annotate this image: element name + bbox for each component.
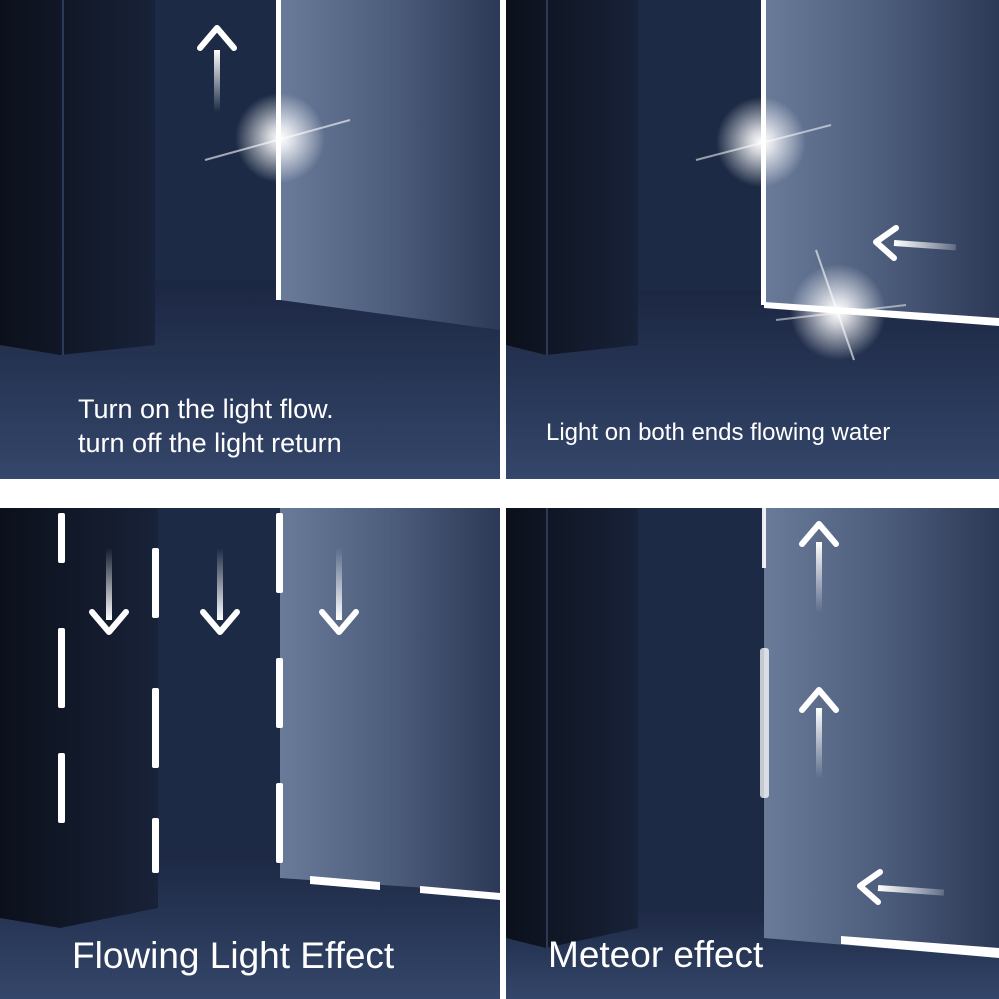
left-arrow-icon: [873, 225, 957, 261]
up-arrow-icon: [197, 25, 237, 112]
room-scene: [0, 0, 500, 479]
room-scene: [0, 508, 500, 999]
down-arrow-icon: [200, 548, 240, 635]
panel-both-ends-flowing: Light on both ends flowing water: [506, 0, 999, 479]
caption-line-2: turn off the light return: [78, 428, 342, 458]
caption: Turn on the light flow. turn off the lig…: [78, 392, 342, 460]
panel-meteor-effect: Meteor effect: [506, 508, 999, 999]
dark-pillar: [0, 508, 158, 928]
led-strip-floor: [841, 936, 999, 958]
caption-line-1: Turn on the light flow.: [78, 394, 334, 424]
lit-wall: [764, 508, 999, 958]
panel-flowing-light-effect: Flowing Light Effect: [0, 508, 500, 999]
panel-light-flow-return: Turn on the light flow. turn off the lig…: [0, 0, 500, 479]
dark-pillar: [0, 0, 155, 355]
lit-wall: [764, 0, 999, 320]
lit-wall: [280, 508, 500, 893]
meteor-trail: [760, 648, 769, 798]
led-strip: [762, 508, 766, 568]
left-arrow-icon: [857, 869, 945, 905]
caption: Meteor effect: [548, 934, 764, 975]
dark-pillar: [506, 508, 638, 948]
caption: Light on both ends flowing water: [546, 419, 891, 446]
dark-pillar: [506, 0, 638, 355]
light-flare: [716, 97, 806, 187]
caption: Flowing Light Effect: [72, 935, 395, 976]
down-arrow-icon: [319, 548, 359, 635]
up-arrow-icon: [799, 521, 839, 612]
room-scene: [506, 0, 999, 479]
room-scene: [506, 508, 999, 999]
led-segments: [58, 513, 500, 900]
lit-wall: [280, 0, 500, 330]
down-arrow-icon: [89, 548, 129, 635]
up-arrow-icon: [799, 687, 839, 778]
